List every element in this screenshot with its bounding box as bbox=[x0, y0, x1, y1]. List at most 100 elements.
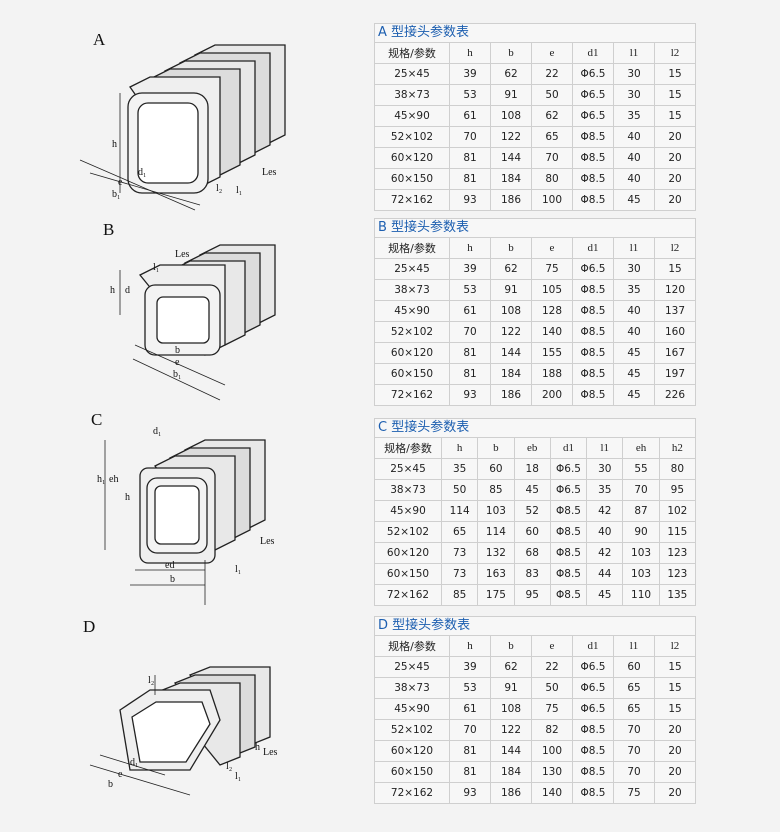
header-cell: l1 bbox=[613, 237, 655, 259]
table-cell: 70 bbox=[531, 147, 573, 169]
header-cell: 规格/参数 bbox=[374, 237, 450, 259]
table-cell: 81 bbox=[449, 342, 491, 364]
table-cell: Φ8.5 bbox=[572, 126, 614, 148]
header-cell: h2 bbox=[658, 437, 697, 459]
svg-text:Les: Les bbox=[262, 167, 277, 178]
table-cell: 85 bbox=[440, 584, 479, 606]
connector-drawing-c: d₁ h₁ eh h ed b Les l₁ bbox=[97, 426, 275, 605]
table-cell: 81 bbox=[449, 147, 491, 169]
table-cell: 186 bbox=[490, 384, 532, 406]
connector-drawing-b: Les h d l₁ b e b₁ bbox=[110, 244, 276, 401]
table-cell: 50 bbox=[531, 84, 573, 106]
table-cell: 35 bbox=[613, 105, 655, 127]
table-cell: 226 bbox=[654, 384, 696, 406]
table-cell: 40 bbox=[613, 147, 655, 169]
table-cell: 15 bbox=[654, 677, 696, 699]
svg-text:d₁: d₁ bbox=[138, 167, 147, 178]
table-cell: Φ8.5 bbox=[572, 782, 614, 804]
table-cell: 188 bbox=[531, 363, 573, 385]
table-cell: 72×162 bbox=[374, 584, 442, 606]
table-cell: Φ8.5 bbox=[549, 500, 588, 522]
connector-drawing-d: l₂ h Les d₁ e b l₂ l₁ bbox=[89, 666, 278, 796]
table-cell: 175 bbox=[477, 584, 515, 606]
table-cell: 60×150 bbox=[374, 363, 450, 385]
table-cell: 45×90 bbox=[374, 698, 450, 720]
table-cell: 70 bbox=[622, 479, 660, 501]
header-cell: d1 bbox=[572, 237, 614, 259]
table-cell: 81 bbox=[449, 740, 491, 762]
table-cell: 108 bbox=[490, 300, 532, 322]
table-cell: 140 bbox=[531, 321, 573, 343]
table-cell: 20 bbox=[654, 740, 696, 762]
svg-text:b: b bbox=[108, 779, 113, 790]
header-cell: l1 bbox=[613, 635, 655, 657]
table-cell: 132 bbox=[477, 542, 515, 564]
table-cell: 60×120 bbox=[374, 542, 442, 564]
table-cell: Φ8.5 bbox=[572, 363, 614, 385]
table-cell: Φ8.5 bbox=[572, 189, 614, 211]
table-cell: 87 bbox=[622, 500, 660, 522]
table-cell: 65 bbox=[613, 677, 655, 699]
table-cell: 20 bbox=[654, 147, 696, 169]
figure-letter-d: D bbox=[83, 617, 96, 636]
table-cell: 38×73 bbox=[374, 479, 442, 501]
table-cell: 45×90 bbox=[374, 500, 442, 522]
table-cell: 61 bbox=[449, 300, 491, 322]
table-cell: 200 bbox=[531, 384, 573, 406]
table-cell: 45 bbox=[586, 584, 624, 606]
header-cell: d1 bbox=[572, 42, 614, 64]
svg-text:b: b bbox=[175, 345, 180, 356]
svg-text:h: h bbox=[125, 492, 130, 503]
svg-text:e: e bbox=[118, 769, 123, 780]
table-cell: 95 bbox=[513, 584, 551, 606]
header-cell: 规格/参数 bbox=[374, 635, 450, 657]
table-cell: 186 bbox=[490, 782, 532, 804]
connector-drawing-a: h d₁ e b₁ l₂ l₁ Les bbox=[79, 44, 286, 211]
table-cell: 72×162 bbox=[374, 782, 450, 804]
header-cell: l1 bbox=[586, 437, 624, 459]
table-cell: 45 bbox=[613, 342, 655, 364]
table-cell: Φ8.5 bbox=[549, 563, 588, 585]
svg-text:d₁: d₁ bbox=[153, 426, 162, 437]
table-cell: Φ8.5 bbox=[572, 384, 614, 406]
table-cell: 62 bbox=[531, 105, 573, 127]
table-cell: 52×102 bbox=[374, 521, 442, 543]
table-cell: 20 bbox=[654, 719, 696, 741]
table-cell: 15 bbox=[654, 63, 696, 85]
header-cell: d1 bbox=[572, 635, 614, 657]
table-cell: 160 bbox=[654, 321, 696, 343]
table-cell: 52×102 bbox=[374, 126, 450, 148]
header-cell: l2 bbox=[654, 635, 696, 657]
table-cell: Φ8.5 bbox=[549, 584, 588, 606]
table-cell: 184 bbox=[490, 761, 532, 783]
table-cell: Φ6.5 bbox=[572, 656, 614, 678]
table-cell: 70 bbox=[449, 719, 491, 741]
table-cell: 80 bbox=[658, 458, 697, 480]
table-cell: 38×73 bbox=[374, 84, 450, 106]
header-cell: b bbox=[490, 635, 532, 657]
table-cell: Φ6.5 bbox=[572, 698, 614, 720]
table-cell: 163 bbox=[477, 563, 515, 585]
table-cell: 60×150 bbox=[374, 761, 450, 783]
table-cell: 184 bbox=[490, 363, 532, 385]
table-cell: 186 bbox=[490, 189, 532, 211]
table-cell: 50 bbox=[440, 479, 479, 501]
table-cell: Φ8.5 bbox=[572, 321, 614, 343]
